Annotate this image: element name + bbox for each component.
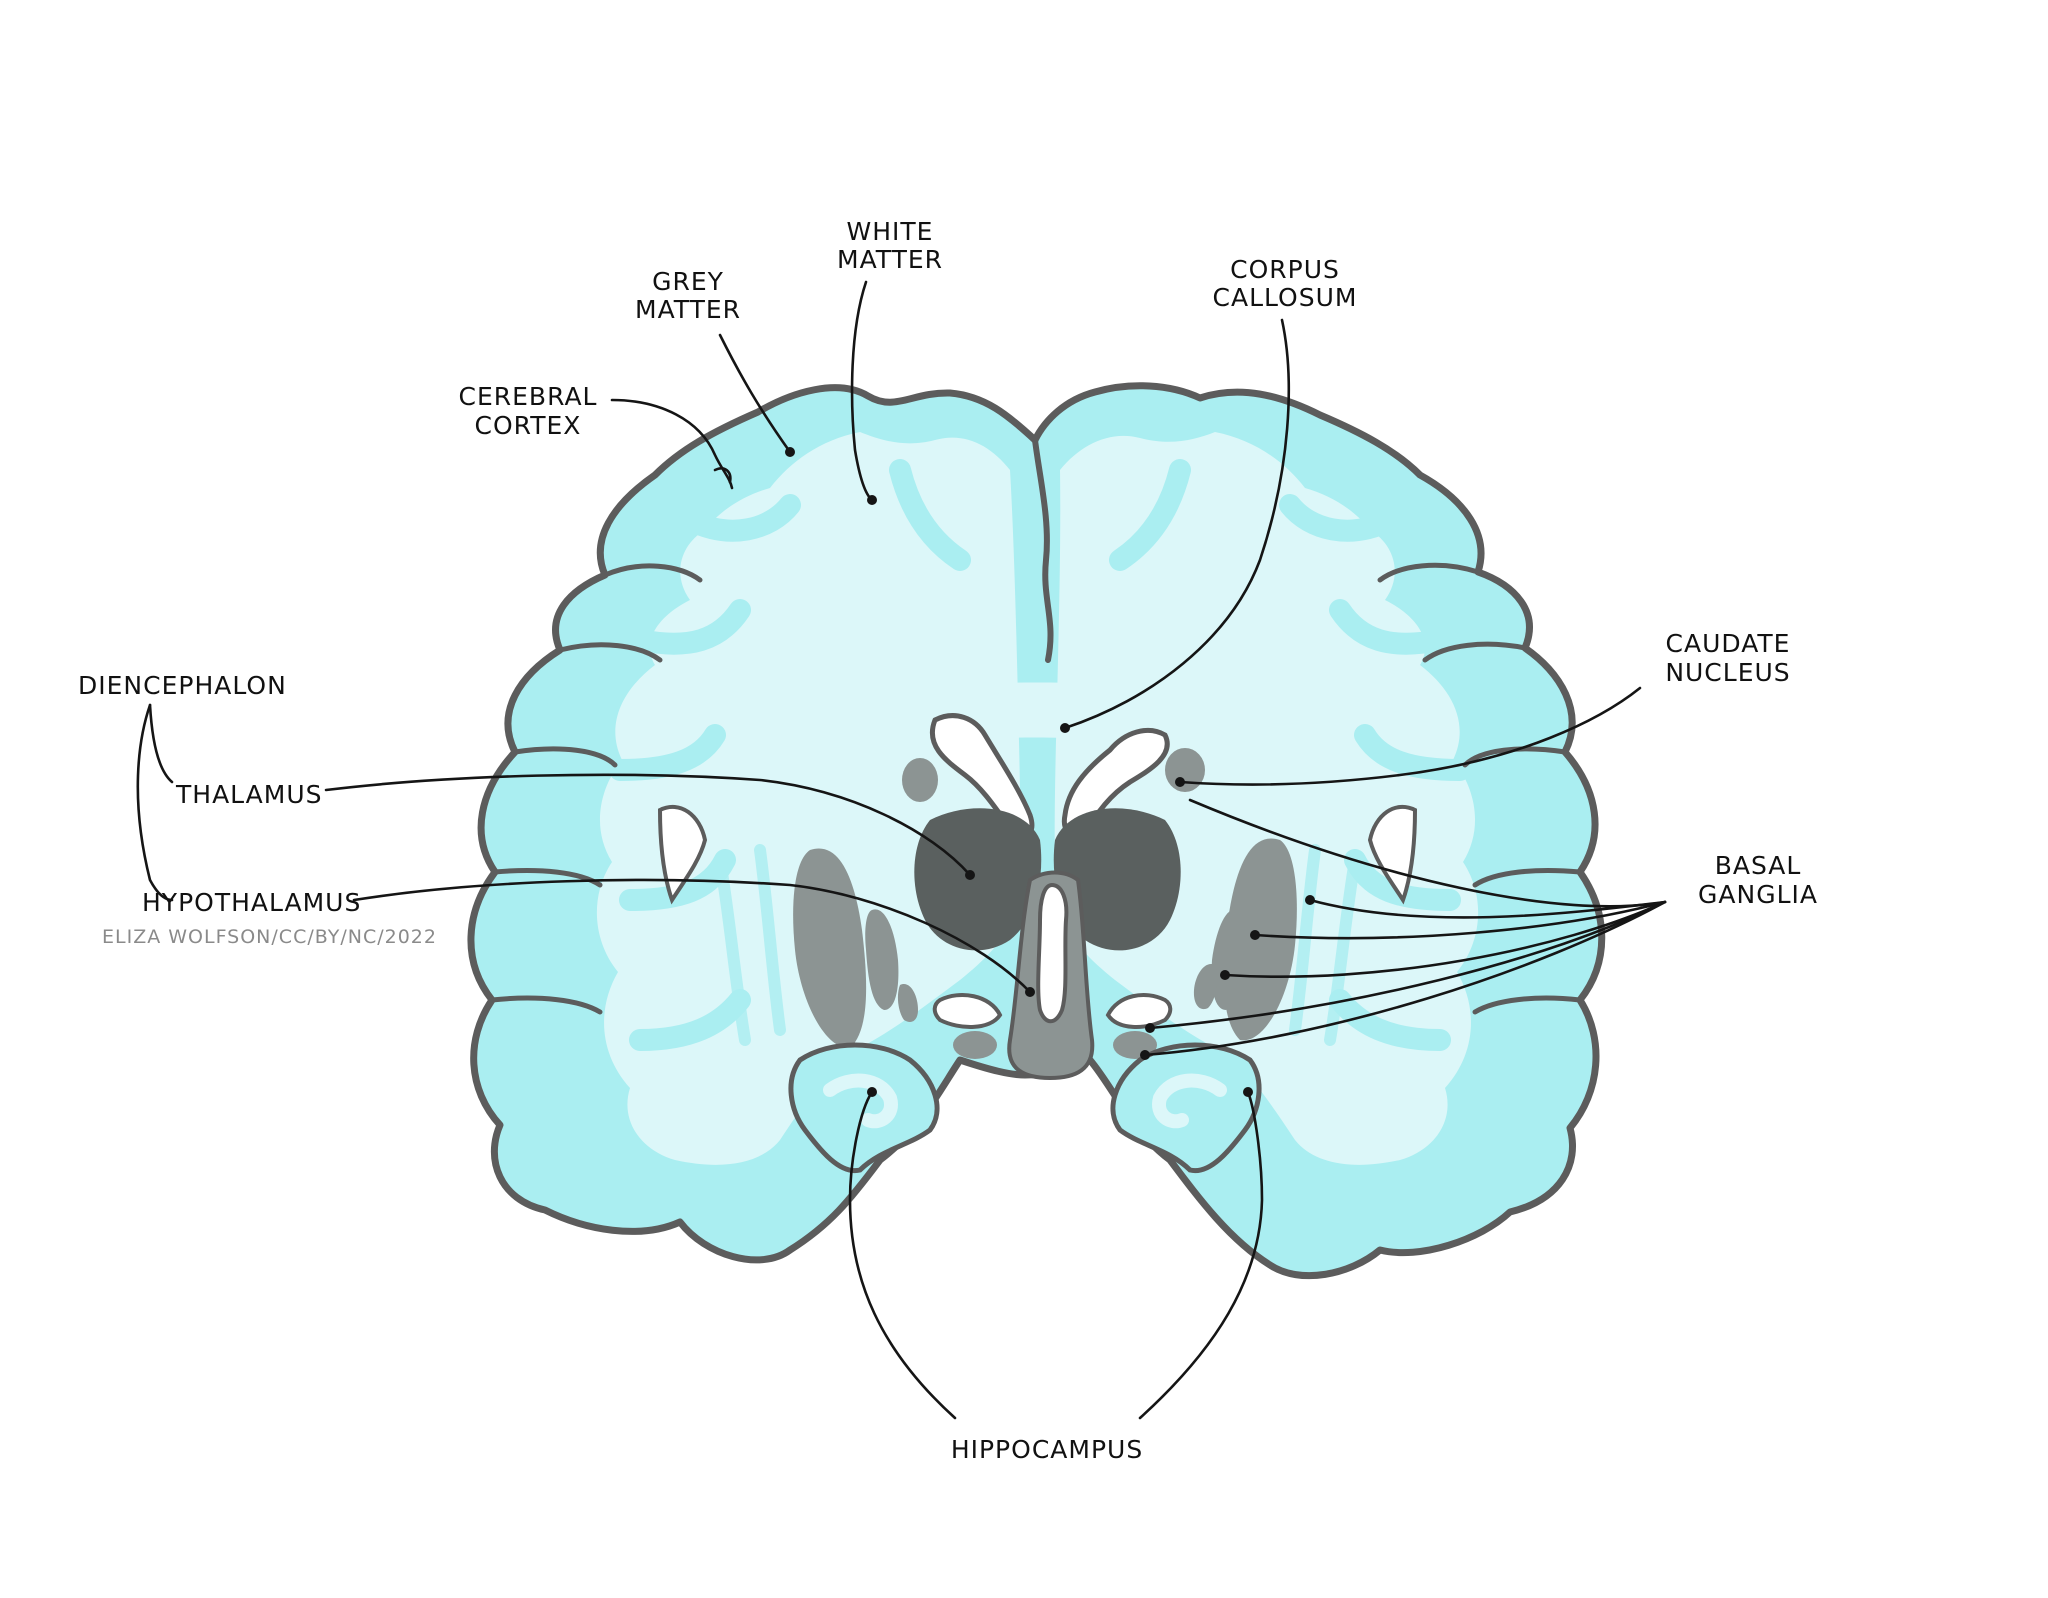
leader-basal-ganglia-2 [1253,900,1667,940]
label-cerebral-cortex-line2: CORTEX [475,411,582,440]
leader-basal-ganglia-5 [1143,900,1667,1057]
label-caudate-nucleus-line2: NUCLEUS [1665,658,1790,687]
leader-dot-hippocampus-left [867,1087,877,1097]
label-white-matter-line2: MATTER [837,245,943,274]
label-hippocampus: HIPPOCAMPUS [951,1435,1143,1464]
leader-hippocampus-right [1138,1090,1264,1420]
leader-hypothalamus [352,878,1032,994]
label-cerebral-cortex-line1: CEREBRAL [459,382,598,411]
brain-illustration [467,382,1606,1280]
leader-dot-caudate-nucleus [1175,777,1185,787]
leader-hippocampus-left [848,1090,957,1420]
leader-dot-hippocampus-right [1243,1087,1253,1097]
thalamus-right [1053,808,1181,951]
leader-diencephalon-bracket [136,703,174,902]
labels: WHITE MATTER GREY MATTER CORPUS CALLOSUM… [78,217,1818,1464]
leader-white-matter [850,280,874,502]
longitudinal-fissure [1032,437,1054,663]
label-corpus-callosum-line1: CORPUS [1230,255,1340,284]
leader-cerebral-cortex-hook [713,467,732,484]
leader-dot-basal-ganglia-2 [1250,930,1260,940]
credit-line: ELIZA WOLFSON/CC/BY/NC/2022 [102,926,437,948]
caudate-nucleus-right [1165,748,1205,792]
hippocampus-right [1110,1042,1262,1174]
label-white-matter-line1: WHITE [847,217,934,246]
leader-basal-ganglia-3 [1223,900,1667,978]
basal-ganglia-left [793,848,918,1049]
leader-corpus-callosum [1063,318,1291,730]
leader-dot-corpus-callosum [1060,723,1070,733]
third-ventricle [1036,882,1069,1024]
amygdala-left [953,1031,997,1059]
leader-grey-matter [718,333,792,454]
leader-thalamus [324,773,972,877]
leader-basal-ganglia-6 [1188,798,1667,908]
label-thalamus: THALAMUS [175,780,323,809]
label-grey-matter-line2: MATTER [635,295,741,324]
thalamus-left [914,808,1042,951]
white-matter-left [596,432,1021,1165]
leader-cerebral-cortex [610,398,734,490]
lateral-fissure-right [1367,804,1418,905]
lateral-fissure-left [657,804,708,905]
caudate-nucleus-left [902,758,938,802]
leader-diencephalon-thalamus [148,703,174,784]
label-corpus-callosum-line2: CALLOSUM [1213,283,1358,312]
label-basal-ganglia-line2: GANGLIA [1698,880,1818,909]
white-matter-right [1054,432,1479,1165]
leader-dot-basal-ganglia-3 [1220,970,1230,980]
label-hypothalamus: HYPOTHALAMUS [142,888,361,917]
label-caudate-nucleus-line1: CAUDATE [1666,629,1791,658]
label-basal-ganglia-line1: BASAL [1715,851,1802,880]
leader-dot-basal-ganglia-4 [1145,1023,1155,1033]
leader-dot-basal-ganglia-5 [1140,1050,1150,1060]
hippocampus-left-curl [823,1073,898,1129]
label-grey-matter-line1: GREY [652,267,724,296]
leader-dot-grey-matter [785,447,795,457]
basal-ganglia-right [1193,838,1297,1041]
label-diencephalon: DIENCEPHALON [78,671,287,700]
leader-dot-hypothalamus [1025,987,1035,997]
leader-dot-white-matter [867,495,877,505]
temporal-horn-right [1105,993,1173,1029]
leader-caudate-nucleus [1178,686,1642,786]
leader-dot-basal-ganglia-1 [1305,895,1315,905]
leader-basal-ganglia-4 [1148,900,1667,1030]
temporal-horn-left [932,993,1003,1029]
hippocampus-right-curl [1152,1073,1227,1129]
leader-lines [136,280,1667,1420]
leader-dot-thalamus [965,870,975,880]
